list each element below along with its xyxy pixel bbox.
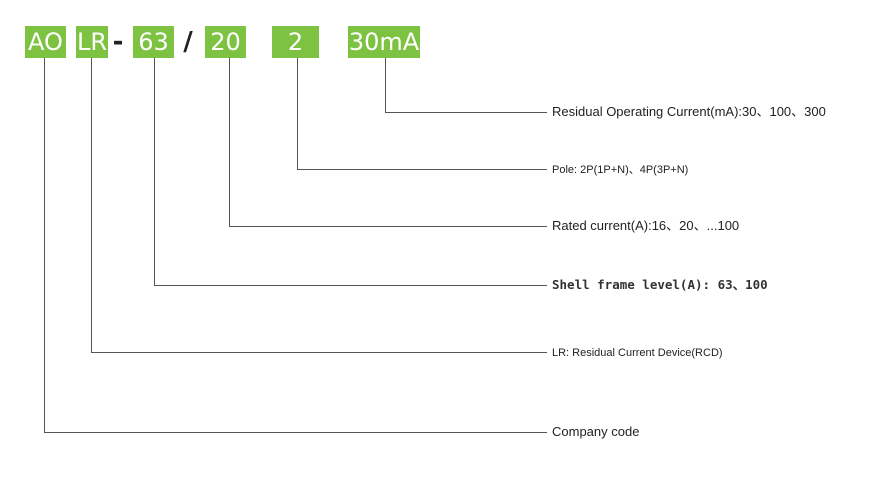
code-box-63: 63 xyxy=(133,26,174,58)
leader-2 xyxy=(297,58,547,170)
leader-30ma xyxy=(385,58,547,113)
leader-ao xyxy=(44,58,547,433)
code-box-30ma: 30mA xyxy=(348,26,420,58)
label-shell-frame-level: Shell frame level(A): 63、100 xyxy=(552,277,768,292)
separator-slash: / xyxy=(183,27,193,57)
code-box-20: 20 xyxy=(205,26,246,58)
leader-lr xyxy=(91,58,547,353)
separator-dash: - xyxy=(112,27,124,57)
label-lr-description: LR: Residual Current Device(RCD) xyxy=(552,347,723,359)
label-residual-operating-current: Residual Operating Current(mA):30、100、30… xyxy=(552,104,826,119)
label-company-code: Company code xyxy=(552,424,640,439)
label-rated-current: Rated current(A):16、20、...100 xyxy=(552,218,740,233)
label-pole: Pole: 2P(1P+N)、4P(3P+N) xyxy=(552,164,689,176)
leader-63 xyxy=(154,58,547,286)
code-box-2: 2 xyxy=(272,26,319,58)
code-box-lr: LR xyxy=(76,26,108,58)
code-box-ao: AO xyxy=(25,26,66,58)
leader-20 xyxy=(229,58,547,227)
